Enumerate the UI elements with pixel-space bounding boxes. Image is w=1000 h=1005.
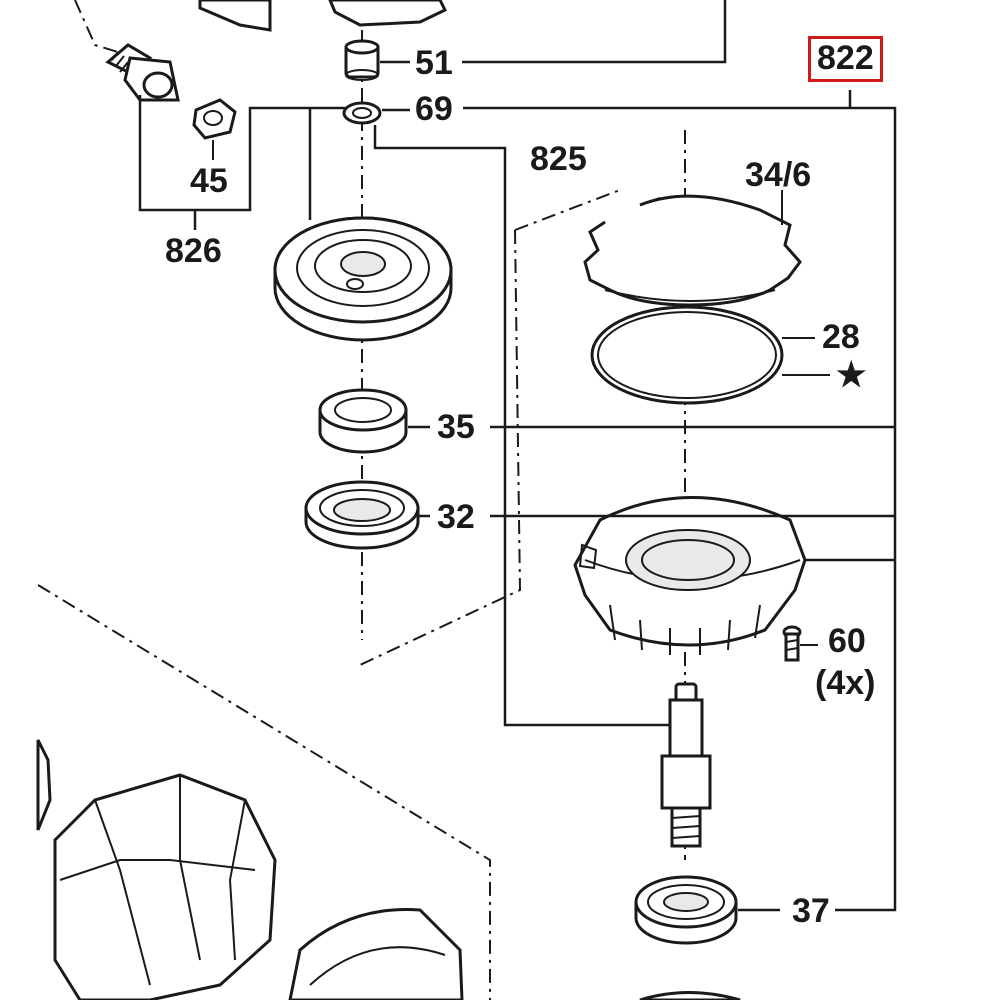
part-826-plug (105, 43, 180, 102)
label-60: 60 (828, 622, 866, 660)
part-35-bushing (318, 388, 408, 454)
label-69: 69 (415, 90, 453, 128)
part-28-o-ring (590, 305, 784, 405)
part-51-sleeve (344, 39, 380, 81)
label-34-6: 34/6 (745, 156, 812, 194)
label-28: 28 (822, 318, 860, 356)
part-flange-disc (273, 216, 453, 342)
part-34-6-spring-ring (583, 194, 802, 307)
housing-fragment-top (74, 0, 448, 66)
housing-fragment-bottom (36, 739, 741, 1002)
label-822-highlighted: 822 (808, 36, 883, 82)
part-spindle (660, 682, 712, 848)
part-37-bearing (634, 875, 738, 945)
part-60-screw (782, 625, 802, 662)
part-bearing-flange (573, 496, 807, 655)
label-825: 825 (530, 140, 587, 178)
leader-lines (138, 0, 897, 912)
label-35: 35 (437, 408, 475, 446)
part-32-seal (304, 480, 420, 550)
label-45: 45 (190, 162, 228, 200)
label-826: 826 (165, 232, 222, 270)
label-37: 37 (792, 892, 830, 930)
part-45-nut (192, 98, 237, 140)
part-69-ring (342, 101, 382, 125)
label-51: 51 (415, 44, 453, 82)
label-60-quantity: (4x) (815, 664, 876, 702)
label-32: 32 (437, 498, 475, 536)
star-marker: ★ (836, 356, 867, 394)
